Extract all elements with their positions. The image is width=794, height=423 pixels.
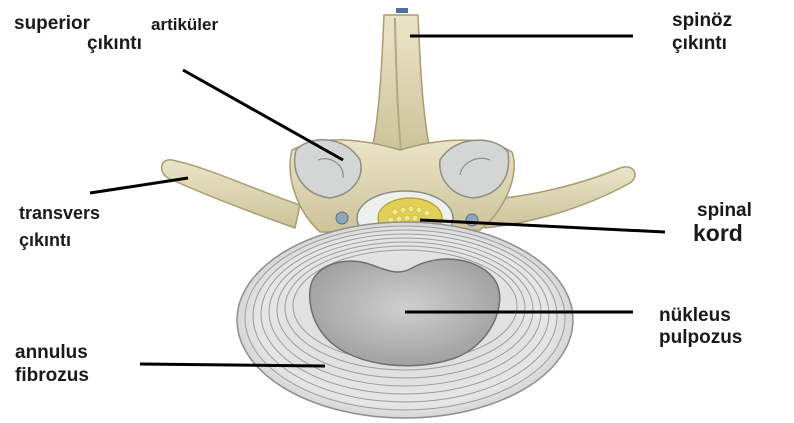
label-kord: kord bbox=[693, 222, 743, 245]
leader-annulus bbox=[140, 364, 325, 366]
spinous-tip-mark bbox=[396, 8, 408, 13]
leader-transverse bbox=[90, 178, 188, 193]
label-nukleus: nükleus bbox=[659, 306, 731, 325]
label-superior: superior bbox=[14, 14, 90, 33]
label-superior-cikinti: çıkıntı bbox=[87, 34, 142, 53]
label-spinoz: spinöz bbox=[672, 11, 732, 30]
label-pulpozus: pulpozus bbox=[659, 328, 742, 347]
leader-superior-articular bbox=[183, 70, 343, 160]
label-spinoz-cikinti: çıkıntı bbox=[672, 34, 727, 53]
label-spinal: spinal bbox=[697, 201, 752, 220]
label-annulus: annulus bbox=[15, 343, 88, 362]
left-nerve-root bbox=[336, 212, 348, 224]
left-transverse-process bbox=[162, 160, 300, 228]
label-artikuler: artiküler bbox=[151, 16, 218, 33]
label-transvers: transvers bbox=[19, 204, 100, 222]
label-fibrozus: fibrozus bbox=[15, 366, 89, 385]
label-transvers-cikinti: çıkıntı bbox=[19, 231, 71, 249]
